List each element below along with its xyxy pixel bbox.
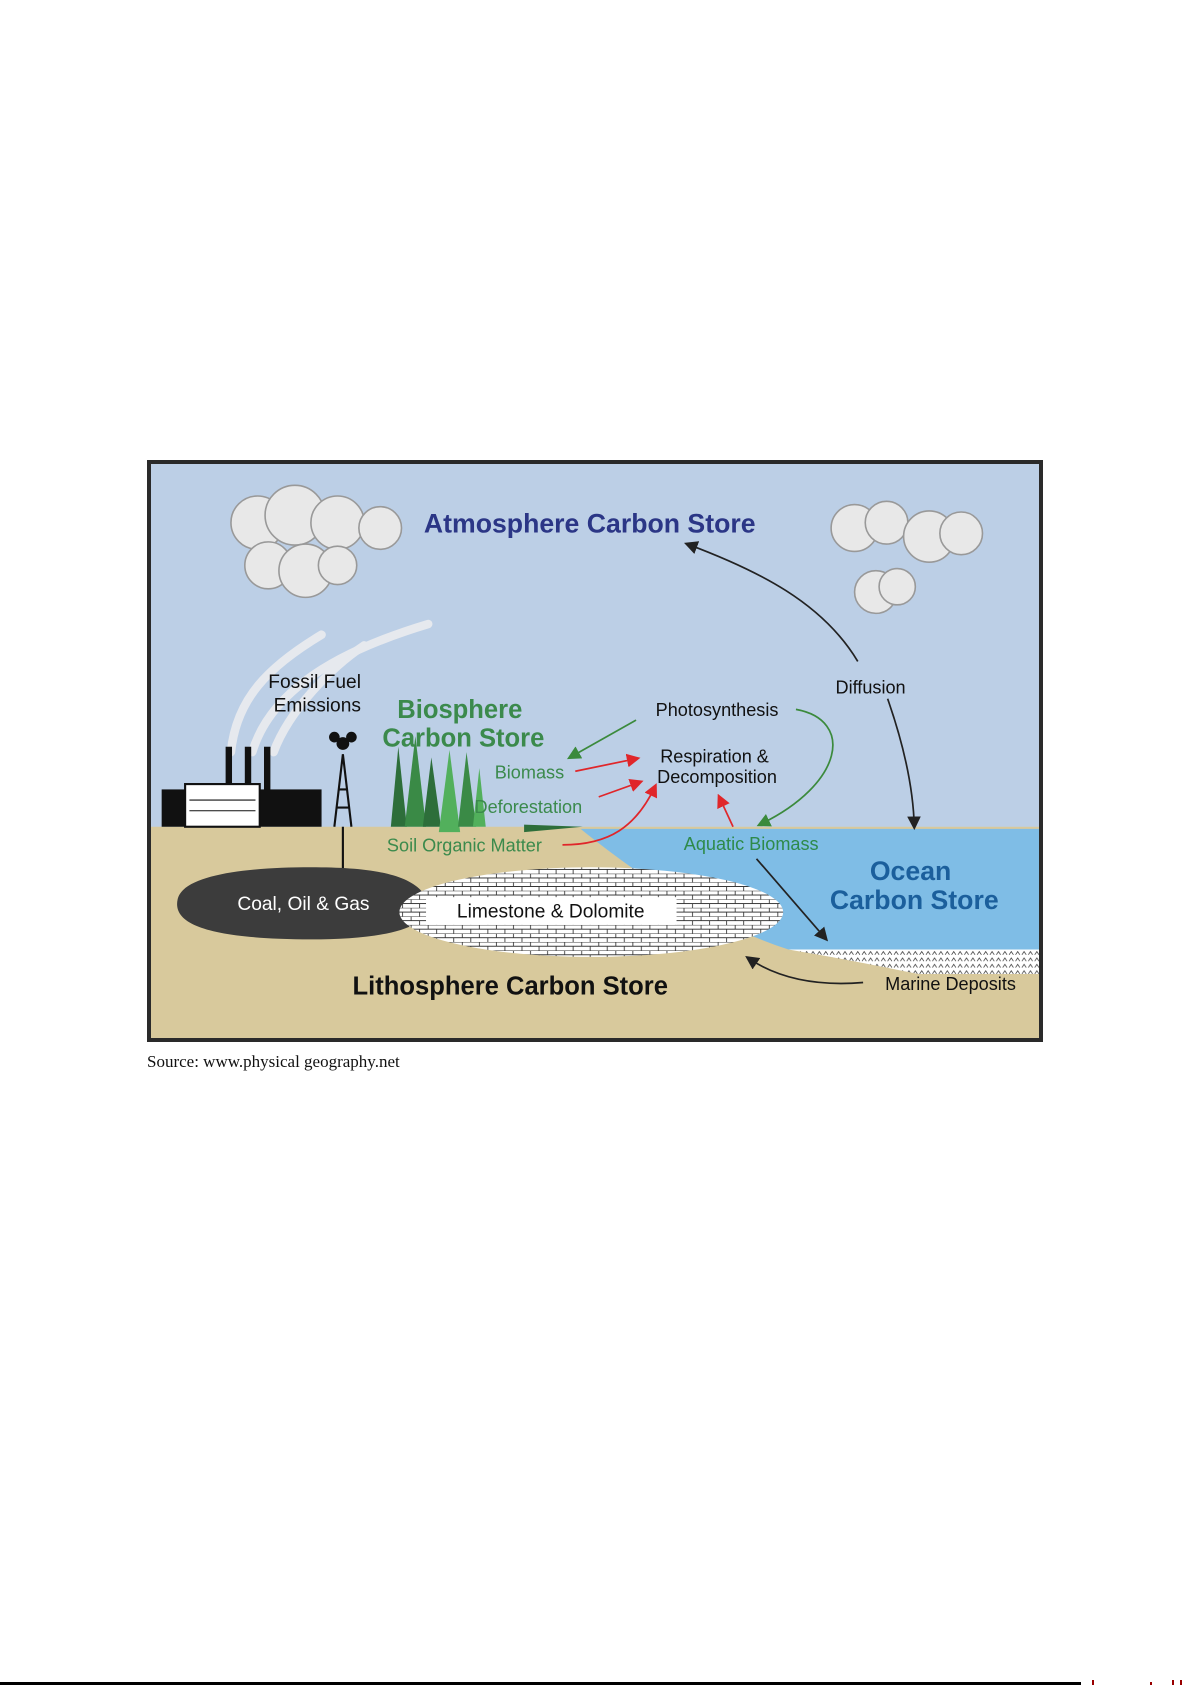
fossil-fuel-label: Fossil Fuel Emissions bbox=[268, 672, 366, 716]
marine-deposits-layer bbox=[788, 949, 1039, 974]
footer-divider bbox=[0, 1682, 1081, 1685]
aquatic-biomass-label: Aquatic Biomass bbox=[684, 834, 819, 854]
biomass-respiration-arrow bbox=[575, 753, 641, 773]
photosynthesis-label: Photosynthesis bbox=[656, 700, 779, 720]
aquatic-respiration-arrow bbox=[717, 793, 734, 828]
smoke-icon bbox=[226, 619, 433, 757]
photosynthesis-land-arrow bbox=[566, 719, 637, 760]
diffusion-down-arrow bbox=[886, 698, 921, 831]
limestone-dolomite-label: Limestone & Dolomite bbox=[457, 901, 645, 922]
soil-respiration-arrow bbox=[562, 783, 658, 846]
cloud-icon bbox=[230, 484, 403, 599]
deforestation-respiration-arrow bbox=[598, 778, 644, 798]
biomass-label: Biomass bbox=[495, 763, 564, 783]
diffusion-up-arrow bbox=[684, 541, 859, 662]
aquatic-sink-arrow bbox=[755, 858, 829, 942]
source-caption: Source: www.physical geography.net bbox=[147, 1052, 400, 1071]
atmosphere-carbon-store-label: Atmosphere Carbon Store bbox=[424, 508, 756, 538]
coal-oil-gas-deposit bbox=[177, 867, 429, 940]
marine-deposits-label: Marine Deposits bbox=[885, 974, 1016, 994]
lithosphere-carbon-store-label: Lithosphere Carbon Store bbox=[353, 972, 668, 1000]
diffusion-label: Diffusion bbox=[836, 677, 906, 697]
ocean-carbon-store-label: Ocean Carbon Store bbox=[830, 856, 999, 915]
footer-marks bbox=[1092, 1680, 1182, 1685]
deforestation-label: Deforestation bbox=[475, 797, 583, 817]
marine-limestone-arrow bbox=[745, 956, 864, 985]
diagram-canvas: Atmosphere Carbon Store Fossil Fuel Emis… bbox=[151, 464, 1039, 1038]
trees-icon bbox=[390, 736, 583, 833]
biosphere-carbon-store-label: Biosphere Carbon Store bbox=[382, 696, 544, 753]
respiration-label: Respiration & Decomposition bbox=[657, 747, 777, 787]
factory-icon bbox=[161, 746, 322, 828]
ocean bbox=[580, 828, 1039, 950]
soil-organic-matter-label: Soil Organic Matter bbox=[387, 835, 542, 855]
carbon-cycle-diagram: Atmosphere Carbon Store Fossil Fuel Emis… bbox=[147, 460, 1043, 1042]
coal-oil-gas-label: Coal, Oil & Gas bbox=[237, 894, 369, 915]
cloud-icon bbox=[830, 500, 984, 615]
photosynthesis-ocean-arrow bbox=[756, 708, 834, 827]
